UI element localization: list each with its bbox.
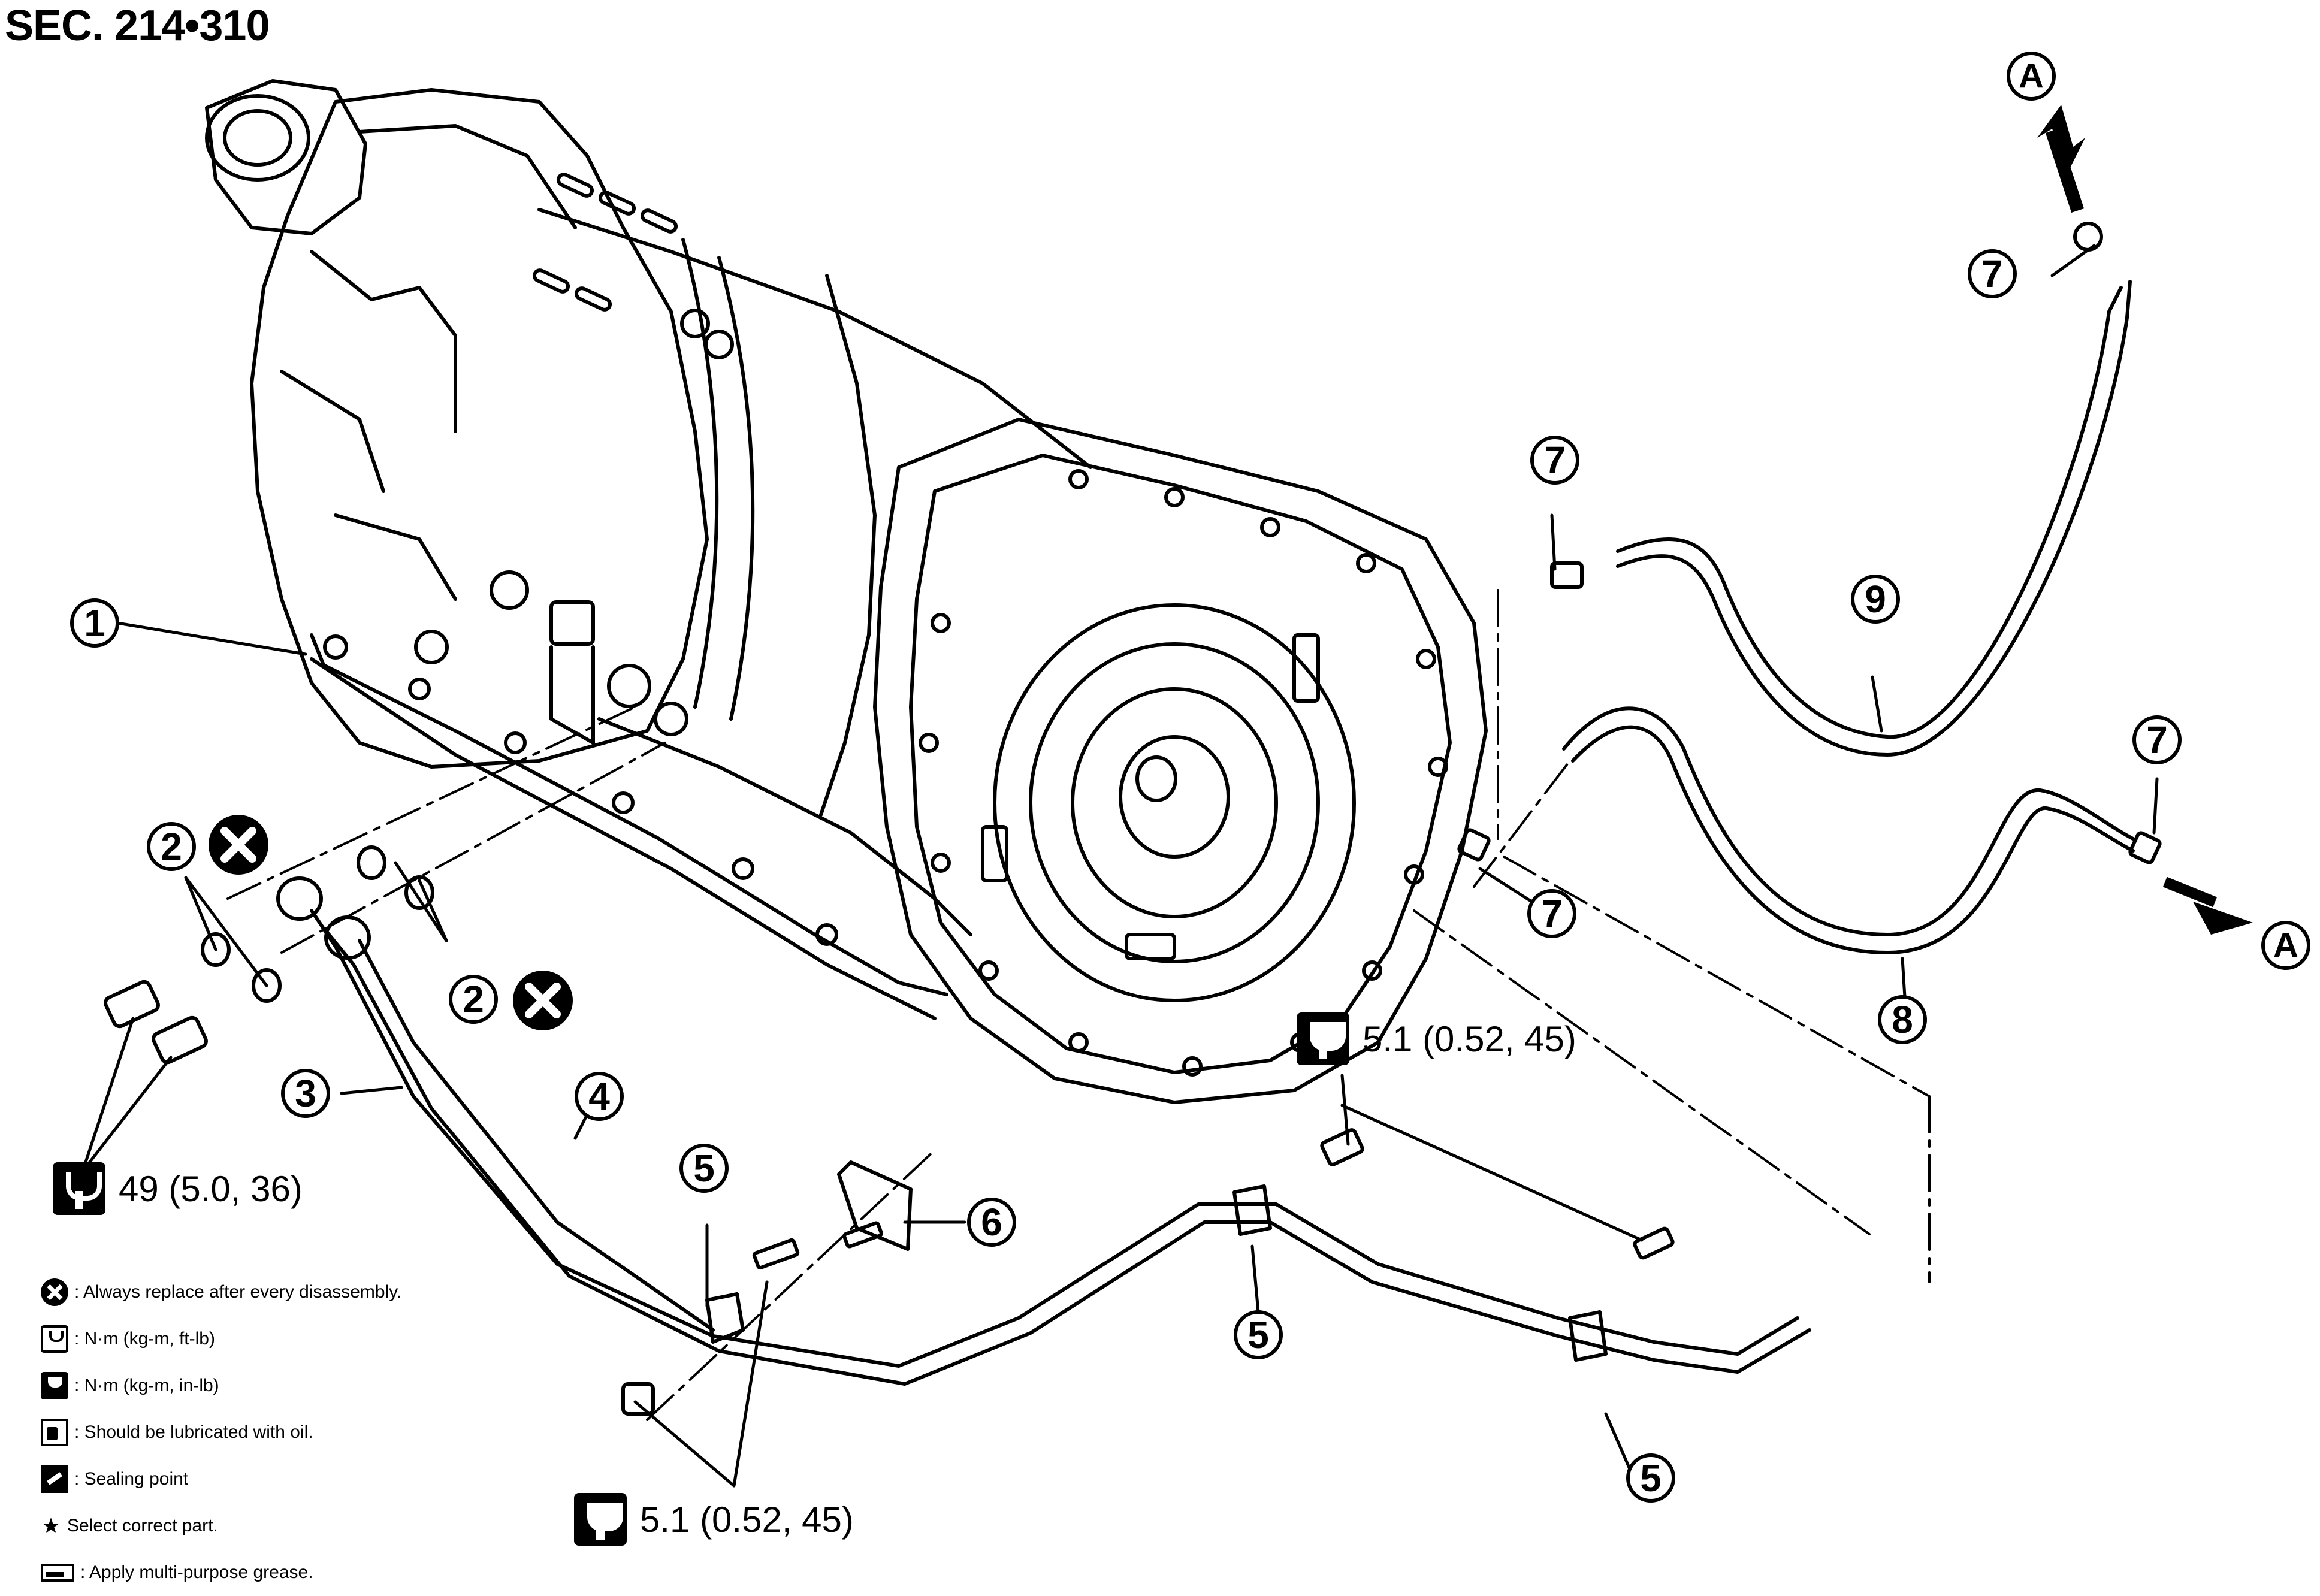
oil-can-icon [41, 1419, 68, 1446]
svg-text:7: 7 [1544, 439, 1566, 482]
svg-text:2: 2 [161, 825, 182, 868]
torque-inlb-icon [574, 1493, 627, 1546]
callout-7-lower-mid: 7 [1527, 889, 1576, 938]
svg-text:7: 7 [1981, 252, 2003, 295]
svg-text:2: 2 [463, 978, 484, 1021]
svg-text:A: A [2273, 926, 2298, 965]
svg-text:9: 9 [1865, 578, 1886, 621]
legend-nm-ftlb: : N·m (kg-m, ft-lb) [41, 1316, 580, 1362]
torque-bracket-upper-value: 5.1 (0.52, 45) [1363, 1018, 1576, 1059]
torque-main-bolts-value: 49 (5.0, 36) [119, 1168, 303, 1209]
torque-ftlb-icon [53, 1162, 105, 1215]
svg-text:7: 7 [2146, 718, 2168, 761]
callout-a-top: A [2007, 52, 2056, 101]
callout-4: 4 [575, 1072, 624, 1121]
callout-9: 9 [1851, 575, 1900, 624]
replace-symbol-right [513, 971, 573, 1030]
replace-symbol-left [209, 815, 268, 875]
svg-text:3: 3 [295, 1072, 316, 1115]
callout-5-right: 5 [1626, 1453, 1675, 1503]
legend-seal: : Sealing point [41, 1456, 580, 1503]
svg-text:5: 5 [693, 1147, 715, 1190]
callout-7-top: 7 [1968, 249, 2017, 298]
svg-text:8: 8 [1892, 998, 1913, 1041]
hose-9 [1550, 222, 2132, 757]
callout-a-right: A [2261, 921, 2310, 970]
legend-nm-inlb: : N·m (kg-m, in-lb) [41, 1362, 580, 1409]
svg-text:6: 6 [981, 1201, 1002, 1244]
torque-bracket-lower: 5.1 (0.52, 45) [574, 1493, 854, 1546]
callout-5-middle: 5 [1234, 1310, 1283, 1359]
svg-text:5: 5 [1640, 1456, 1662, 1500]
legend-grease: : Apply multi-purpose grease. [41, 1549, 580, 1596]
star-icon: ★ [41, 1513, 61, 1538]
transmission-body [205, 79, 1488, 1104]
arrows-to-a [2037, 105, 2253, 935]
torque-inlb-icon [1297, 1012, 1349, 1065]
svg-text:5: 5 [1247, 1313, 1269, 1356]
callout-7-right: 7 [2132, 715, 2182, 764]
callout-2-right: 2 [449, 975, 498, 1024]
torque-wrench-filled-icon [41, 1372, 68, 1399]
torque-wrench-icon [41, 1325, 68, 1353]
svg-text:A: A [2019, 57, 2044, 96]
callout-3: 3 [281, 1069, 330, 1118]
torque-bracket-upper: 5.1 (0.52, 45) [1297, 1012, 1576, 1065]
svg-text:1: 1 [84, 601, 105, 645]
svg-text:4: 4 [588, 1075, 610, 1118]
oil-cooler-tubes [104, 845, 1811, 1416]
sealing-point-icon [41, 1465, 68, 1493]
section-title: SEC. 214•310 [5, 2, 270, 50]
callout-8: 8 [1878, 995, 1927, 1044]
legend-replace: : Always replace after every disassembly… [41, 1269, 580, 1316]
replace-x-icon [41, 1278, 68, 1306]
hose-8 [1457, 706, 2162, 954]
svg-text:7: 7 [1541, 892, 1563, 935]
grease-icon [41, 1564, 74, 1582]
torque-main-bolts: 49 (5.0, 36) [53, 1162, 303, 1215]
legend-select: ★ Select correct part. [41, 1503, 580, 1549]
torque-bracket-lower-value: 5.1 (0.52, 45) [640, 1499, 854, 1540]
legend-oil: : Should be lubricated with oil. [41, 1409, 580, 1456]
callout-5-left: 5 [679, 1144, 729, 1193]
callout-7-upper-mid: 7 [1530, 436, 1579, 485]
callout-1: 1 [70, 598, 119, 648]
callout-2-left: 2 [147, 822, 196, 871]
symbol-legend: : Always replace after every disassembly… [41, 1269, 580, 1596]
callout-6: 6 [967, 1198, 1016, 1247]
